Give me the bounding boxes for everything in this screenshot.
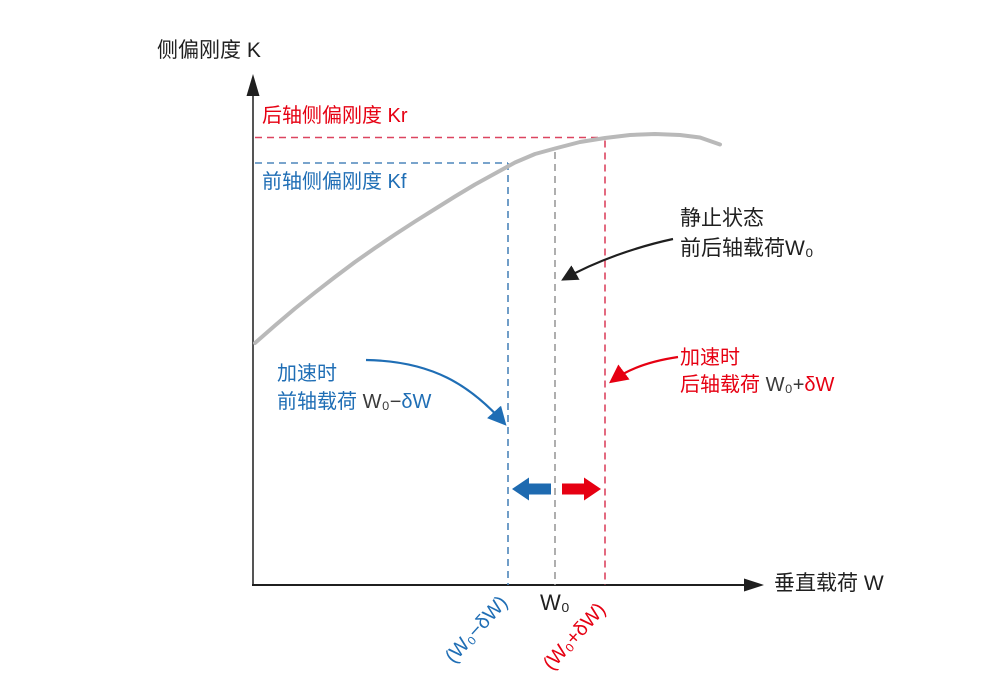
accel-rear-line2: 后轴载荷 W₀+δW xyxy=(680,372,834,399)
accel-rear-load: W₀+ xyxy=(765,374,805,396)
kf-line-label: 前轴侧偏刚度 Kf xyxy=(262,171,407,193)
x-axis-arrowhead-icon xyxy=(744,578,764,592)
rear-annotation-arrow-icon xyxy=(609,355,679,384)
accel-rear-line1: 加速时 xyxy=(680,347,740,369)
static-state-line2: 前后轴载荷W₀ xyxy=(680,237,814,260)
w0-tick-label: W₀ xyxy=(540,590,570,615)
accel-front-line1: 加速时 xyxy=(277,363,337,385)
shift-right-block-arrow-icon xyxy=(562,477,601,501)
static-annotation-arrow-icon xyxy=(561,237,674,281)
accel-front-load: W₀− xyxy=(362,391,402,413)
static-state-line1: 静止状态 xyxy=(680,207,764,230)
accel-rear-prefix: 后轴载荷 xyxy=(680,374,766,396)
accel-front-annotation: 加速时 前轴载荷 W₀−δW xyxy=(277,360,431,416)
front-annotation-arrow-icon xyxy=(365,358,507,426)
stiffness-curve xyxy=(253,132,722,345)
accel-front-prefix: 前轴载荷 xyxy=(277,391,363,413)
static-state-annotation: 静止状态 前后轴载荷W₀ xyxy=(680,204,814,264)
x-axis-title: 垂直载荷 W xyxy=(774,572,884,595)
shift-left-block-arrow-icon xyxy=(512,477,551,501)
accel-rear-delta: δW xyxy=(804,374,835,396)
accel-front-delta: δW xyxy=(401,391,432,413)
y-axis-title: 侧偏刚度 K xyxy=(157,39,261,62)
kr-line-label: 后轴侧偏刚度 Kr xyxy=(262,105,408,127)
accel-front-line2: 前轴载荷 W₀−δW xyxy=(277,388,431,416)
accel-rear-annotation: 加速时 后轴载荷 W₀+δW xyxy=(680,345,834,399)
y-axis-arrowhead-icon xyxy=(246,74,260,96)
